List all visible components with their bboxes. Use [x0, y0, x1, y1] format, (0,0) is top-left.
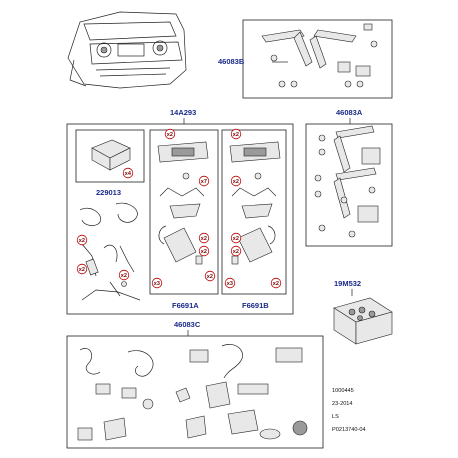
callout-f6691a: F6691A — [172, 301, 199, 310]
footer-line-3: LS — [332, 414, 339, 420]
qty-badge-x2-d: x2 — [76, 234, 88, 246]
svg-text:x2: x2 — [121, 273, 127, 279]
qty-badge-x2-f: x2 — [118, 269, 130, 281]
qty-badge-x2-j: x2 — [230, 245, 242, 257]
qty-badge-x2-b: x2 — [230, 128, 242, 140]
callout-14a293: 14A293 — [170, 108, 196, 117]
qty-badge-x2-l: x2 — [270, 277, 282, 289]
frame-f6691a — [149, 129, 219, 295]
frame-46083b — [242, 19, 393, 99]
callout-19m532: 19M532 — [334, 279, 361, 288]
svg-text:x7: x7 — [201, 179, 207, 185]
callout-f6691b: F6691B — [242, 301, 269, 310]
lower-kit-parts — [77, 344, 308, 441]
qty-badge-x2-e: x2 — [76, 263, 88, 275]
qty-badge-x2-k: x2 — [204, 270, 216, 282]
callout-46083c: 46083C — [174, 320, 201, 329]
qty-badge-x3-a: x3 — [151, 277, 163, 289]
qty-badge-x3-b: x3 — [224, 277, 236, 289]
box-kit-19m532 — [333, 297, 393, 345]
lamp-a-parts — [157, 141, 209, 265]
bracket-46083b-parts — [261, 23, 378, 88]
frame-14a293 — [66, 123, 294, 315]
svg-text:x2: x2 — [167, 132, 173, 138]
svg-text:x2: x2 — [233, 179, 239, 185]
svg-text:x2: x2 — [273, 281, 279, 287]
harness-parts — [79, 202, 141, 301]
footer-line-1: 1000445 — [332, 388, 354, 394]
svg-text:x2: x2 — [79, 267, 85, 273]
callout-46083b: 46083B — [218, 57, 245, 66]
qty-badge-x2-g: x2 — [198, 232, 210, 244]
vehicle-illustration — [67, 11, 187, 89]
callout-46083a: 46083A — [336, 108, 363, 117]
svg-text:x2: x2 — [233, 236, 239, 242]
svg-text:x3: x3 — [227, 281, 233, 287]
qty-badge-x2-a: x2 — [164, 128, 176, 140]
frame-46083c — [66, 335, 324, 449]
svg-text:x3: x3 — [154, 281, 160, 287]
svg-text:x2: x2 — [201, 236, 207, 242]
frame-229013 — [75, 129, 145, 183]
qty-badge-x2-i: x2 — [198, 245, 210, 257]
callout-229013: 229013 — [96, 188, 121, 197]
footer-line-2: 23-2014 — [332, 401, 353, 407]
bracket-46083a-parts — [314, 125, 381, 238]
sub-kit-229013-parts — [91, 139, 131, 171]
svg-text:x2: x2 — [233, 132, 239, 138]
svg-text:x2: x2 — [233, 249, 239, 255]
qty-badge-x4: x4 — [122, 167, 134, 179]
qty-badge-x2-h: x2 — [230, 232, 242, 244]
svg-text:x2: x2 — [79, 238, 85, 244]
footer-line-4: P0213740-04 — [332, 427, 366, 433]
frame-46083a — [305, 123, 393, 247]
qty-badge-x7-a: x7 — [198, 175, 210, 187]
svg-text:x4: x4 — [125, 171, 132, 177]
lamp-b-parts — [229, 141, 281, 265]
svg-text:x2: x2 — [201, 249, 207, 255]
svg-text:x2: x2 — [207, 274, 213, 280]
qty-badge-x2-c: x2 — [230, 175, 242, 187]
frame-f6691b — [221, 129, 287, 295]
